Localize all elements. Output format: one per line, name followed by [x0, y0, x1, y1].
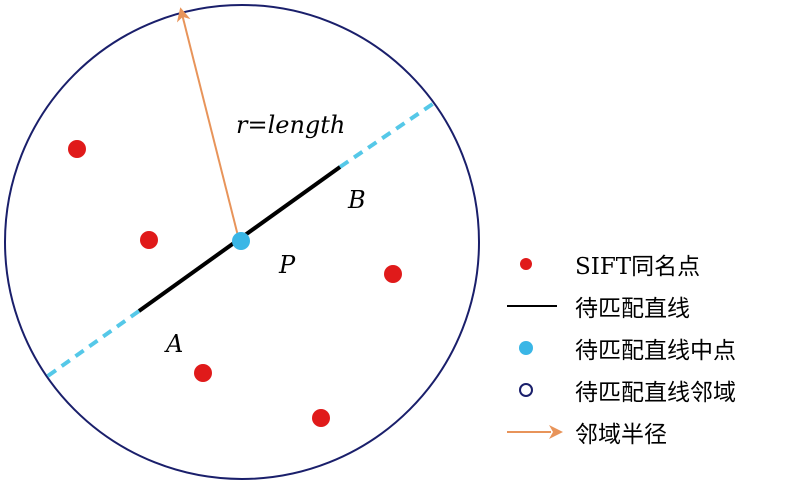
- neighborhood-legend-icon: [519, 383, 533, 397]
- legend-label-sift: SIFT同名点: [575, 254, 701, 280]
- legend-label-neighborhood: 待匹配直线邻域: [575, 380, 736, 406]
- line-extension-upper: [338, 99, 439, 169]
- radius-label: r=length: [236, 111, 345, 139]
- sift-point: [312, 409, 330, 427]
- label-b: B: [347, 186, 366, 214]
- midpoint-legend-icon: [519, 341, 533, 355]
- legend-row-sift: SIFT同名点: [505, 243, 800, 285]
- sift-point: [68, 140, 86, 158]
- legend-label-radius: 邻域半径: [575, 422, 667, 448]
- legend-row-radius: 邻域半径: [505, 411, 800, 453]
- radius-arrow: [176, 7, 239, 237]
- legend: SIFT同名点 待匹配直线 待匹配直线中点 待匹配直线邻域 邻域半径: [505, 243, 800, 453]
- sift-point: [140, 231, 158, 249]
- radius-arrow-legend-icon: [507, 425, 563, 439]
- sift-point-legend-icon: [520, 258, 532, 270]
- legend-row-neighborhood: 待匹配直线邻域: [505, 369, 800, 411]
- legend-label-line: 待匹配直线: [575, 296, 690, 322]
- legend-label-midpoint: 待匹配直线中点: [575, 338, 736, 364]
- neighborhood-circle: [4, 4, 480, 480]
- label-p: P: [278, 251, 296, 279]
- label-a: A: [164, 330, 183, 358]
- legend-row-line: 待匹配直线: [505, 285, 800, 327]
- line-legend-icon: [507, 305, 557, 307]
- line-midpoint: [232, 232, 250, 250]
- line-extension-lower: [43, 309, 141, 380]
- legend-row-midpoint: 待匹配直线中点: [505, 327, 800, 369]
- sift-point: [194, 364, 212, 382]
- sift-point: [384, 265, 402, 283]
